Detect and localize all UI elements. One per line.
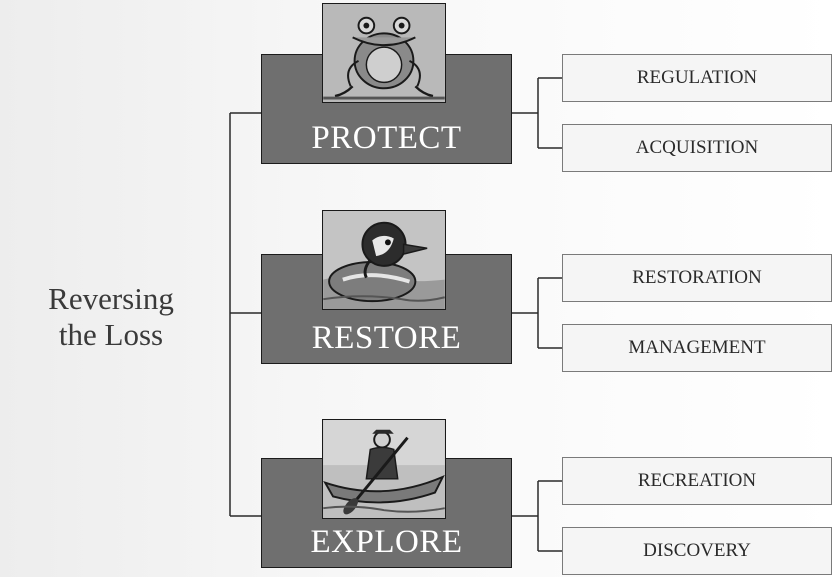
sub-regulation: REGULATION — [562, 54, 832, 102]
sub-management: MANAGEMENT — [562, 324, 832, 372]
sub-restoration: RESTORATION — [562, 254, 832, 302]
node-protect-label: PROTECT — [311, 120, 462, 156]
root-label-line2: the Loss — [58, 317, 164, 352]
node-protect: PROTECT — [261, 54, 512, 164]
sub-acquisition: ACQUISITION — [562, 124, 832, 172]
duck-icon — [322, 210, 446, 310]
node-explore-label: EXPLORE — [310, 524, 463, 560]
node-restore-label: RESTORE — [311, 320, 462, 356]
frog-icon — [322, 3, 446, 103]
sub-discovery: DISCOVERY — [562, 527, 832, 575]
root-label-line1: Reversing — [48, 281, 174, 316]
root-label: Reversing the Loss — [8, 281, 214, 353]
canoeist-icon — [322, 419, 446, 519]
sub-recreation: RECREATION — [562, 457, 832, 505]
